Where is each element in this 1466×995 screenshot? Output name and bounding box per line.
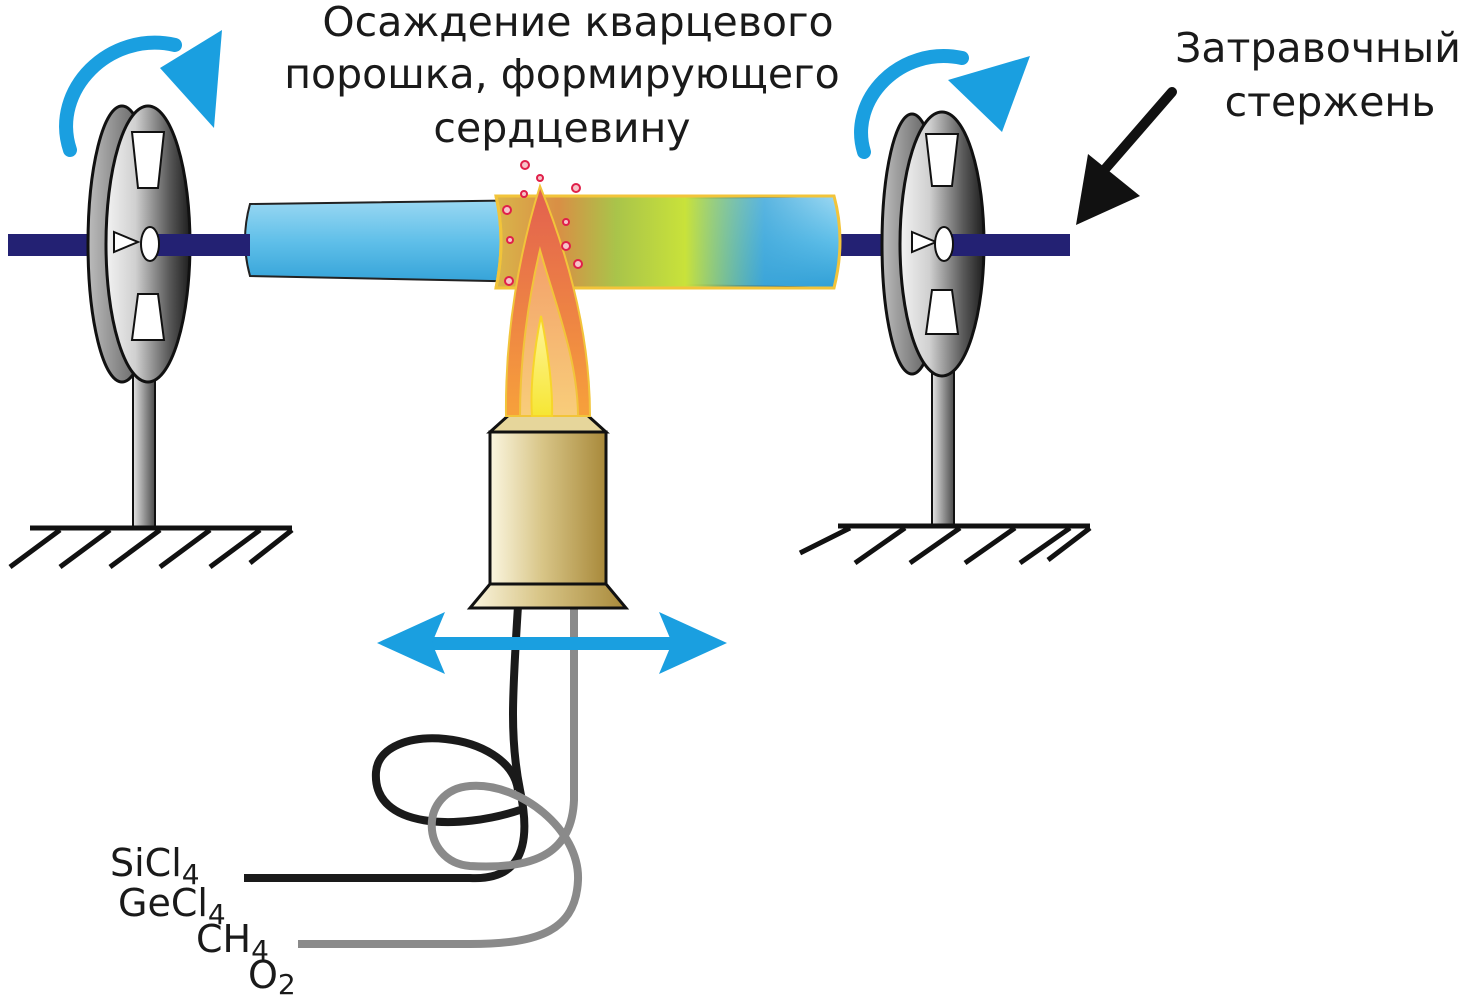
left-base xyxy=(8,525,294,570)
left-rotation-arrow xyxy=(59,30,222,157)
deposition-label: Осаждение кварцевого порошка, формирующе… xyxy=(284,0,839,152)
particles xyxy=(502,160,583,286)
light-gas-line xyxy=(298,606,583,948)
right-wheel-assembly xyxy=(798,110,1092,566)
right-stand-post xyxy=(931,369,955,527)
gas-label-sicl4: SiCl4 xyxy=(110,841,200,891)
gas-label-o2: O2 xyxy=(248,953,296,995)
gas-label-gecl4: GeCl4 xyxy=(118,881,226,931)
deposition-label-line1: Осаждение кварцевого xyxy=(322,0,833,46)
right-base xyxy=(798,523,1092,566)
deposition-label-line2: порошка, формирующего xyxy=(284,50,839,98)
deposition-label-line3: сердцевину xyxy=(433,104,690,152)
seed-rod-label-line1: Затравочный xyxy=(1175,24,1461,72)
burner xyxy=(466,412,630,610)
burner-motion-arrow xyxy=(377,612,727,674)
left-stand-post xyxy=(132,359,156,529)
seed-rod-pointer-arrow xyxy=(1076,87,1177,225)
seed-rod-label: Затравочный стержень xyxy=(1175,24,1461,126)
gas-labels: SiCl4 GeCl4 CH4 O2 xyxy=(110,841,296,995)
right-rotation-arrow xyxy=(854,49,1030,159)
seed-rod-label-line2: стержень xyxy=(1225,78,1436,126)
gas-lines xyxy=(244,605,583,948)
burner-base xyxy=(466,582,630,610)
flame xyxy=(504,183,592,417)
dark-gas-line xyxy=(244,605,529,883)
burner-body xyxy=(488,430,608,586)
gas-label-ch4: CH4 xyxy=(196,917,269,967)
left-wheel-assembly xyxy=(8,104,294,570)
